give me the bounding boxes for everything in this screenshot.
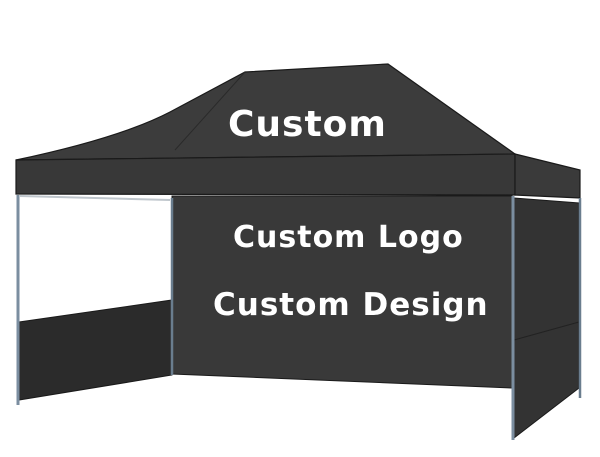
roof-seam [174, 71, 246, 151]
canopy-side-valance [514, 153, 581, 199]
left-half-wall [18, 299, 173, 401]
inner-frame-bar [19, 195, 171, 201]
right-side-wall [513, 197, 580, 440]
roof-custom-text: Custom [228, 104, 387, 145]
side-wall-seam [513, 321, 580, 341]
wall-custom-design-text: Custom Design [213, 287, 489, 323]
canopy-front-valance [15, 153, 516, 196]
wall-custom-logo-text: Custom Logo [233, 220, 464, 255]
